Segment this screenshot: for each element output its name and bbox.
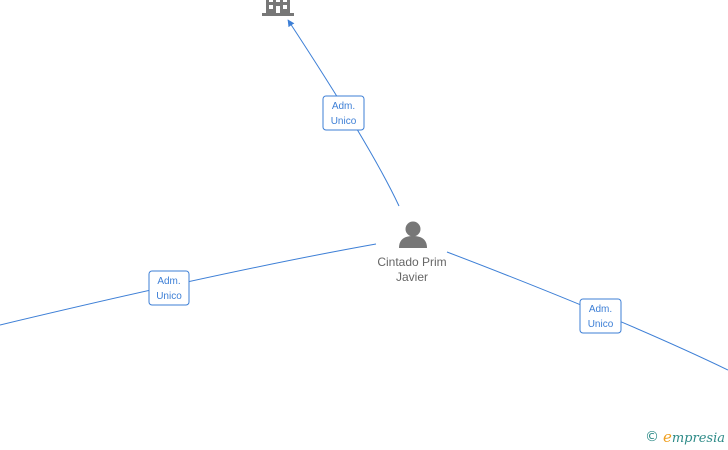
empresia-watermark: © empresia bbox=[645, 428, 725, 446]
edge-label-left[interactable]: Adm. Unico bbox=[148, 270, 190, 306]
copyright-icon: © bbox=[644, 429, 659, 445]
edge-label-top-line1: Adm. bbox=[332, 101, 355, 112]
brand-logo: empresia bbox=[663, 428, 725, 446]
edge-label-top-line2: Unico bbox=[331, 116, 357, 127]
company-node-top[interactable] bbox=[262, 0, 294, 16]
edge-label-right[interactable]: Adm. Unico bbox=[579, 298, 622, 334]
edge-label-right-line2: Unico bbox=[588, 319, 614, 330]
building-icon bbox=[262, 0, 294, 16]
edge-label-left-line1: Adm. bbox=[157, 276, 180, 287]
edge-label-left-line2: Unico bbox=[156, 291, 182, 302]
brand-initial: e bbox=[662, 428, 672, 446]
person-name-line2: Javier bbox=[396, 270, 428, 284]
edge-label-top[interactable]: Adm. Unico bbox=[322, 95, 365, 131]
edge-left bbox=[0, 243, 377, 326]
person-icon bbox=[399, 221, 427, 248]
person-node[interactable]: Cintado Prim Javier bbox=[377, 221, 447, 285]
person-name-line1: Cintado Prim bbox=[377, 255, 446, 269]
brand-rest: mpresia bbox=[671, 431, 725, 446]
edge-label-right-line1: Adm. bbox=[589, 304, 612, 315]
